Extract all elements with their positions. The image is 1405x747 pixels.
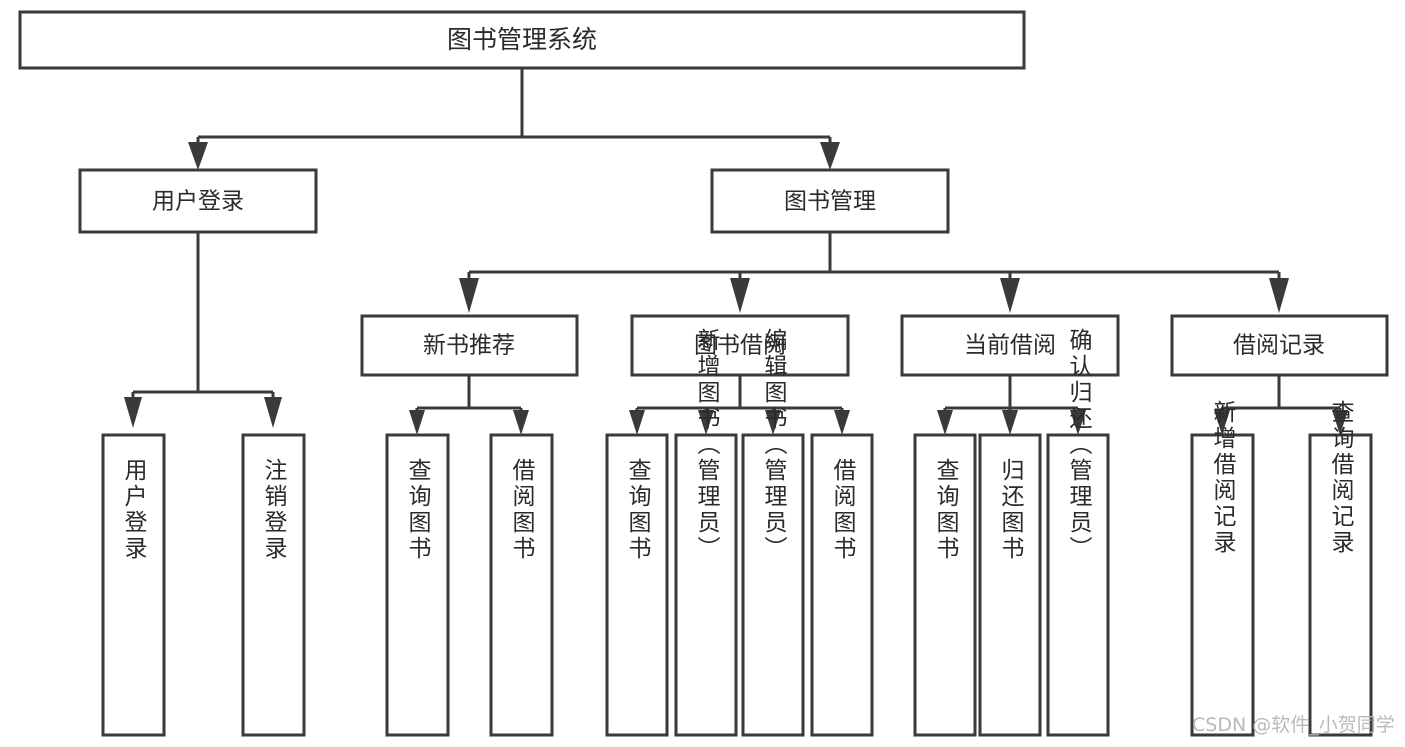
leaf-query-book-2-box[interactable] xyxy=(605,433,669,737)
node-borrow-record-label: 借阅记录 xyxy=(1233,333,1325,359)
leaf-add-book[interactable]: 新增图书（管理员） xyxy=(674,328,738,737)
leaf-borrow-book-1-box[interactable] xyxy=(489,433,554,737)
leaf-query-book-2-label: 查询图书 xyxy=(624,458,652,562)
leaf-return-book-label: 归还图书 xyxy=(997,458,1025,562)
node-new-book-recommend-label: 新书推荐 xyxy=(423,333,515,359)
node-current-borrow[interactable]: 当前借阅 xyxy=(900,314,1120,377)
leaf-query-book-1[interactable]: 查询图书 xyxy=(385,433,450,737)
arrowhead-leaf-return-book xyxy=(1002,410,1018,435)
node-user-login-box[interactable] xyxy=(78,168,318,234)
arrowhead-leaf-user-logout xyxy=(264,397,282,428)
arrowhead-leaf-confirm-return xyxy=(1070,410,1086,435)
leaf-edit-book-box[interactable] xyxy=(741,433,805,737)
node-root-box[interactable] xyxy=(18,10,1026,70)
arrowhead-book-borrow xyxy=(730,278,750,313)
node-user-login[interactable]: 用户登录 xyxy=(78,168,318,234)
node-borrow-record[interactable]: 借阅记录 xyxy=(1170,314,1389,377)
node-current-borrow-box[interactable] xyxy=(900,314,1120,377)
leaf-query-record-box[interactable] xyxy=(1308,433,1373,737)
arrowhead-leaf-query-book-1 xyxy=(409,410,425,435)
leaf-query-book-3-label: 查询图书 xyxy=(932,458,960,562)
arrowhead-leaf-add-record xyxy=(1214,410,1230,435)
leaf-add-book-box[interactable] xyxy=(674,433,738,737)
node-book-manage[interactable]: 图书管理 xyxy=(710,168,950,234)
node-user-login-label: 用户登录 xyxy=(152,189,244,215)
leaf-query-book-1-box[interactable] xyxy=(385,433,450,737)
arrowhead-bookmanage xyxy=(820,142,840,170)
leaf-query-book-1-label: 查询图书 xyxy=(404,458,432,562)
node-book-manage-label: 图书管理 xyxy=(784,189,876,215)
leaf-user-logout[interactable]: 注销登录 xyxy=(241,433,306,737)
leaf-return-book[interactable]: 归还图书 xyxy=(978,433,1042,737)
leaf-confirm-return-label: 确认归还（管理员） xyxy=(1065,328,1093,562)
leaf-add-record[interactable]: 新增借阅记录 xyxy=(1190,400,1255,737)
leaf-user-logout-box[interactable] xyxy=(241,433,306,737)
node-root-label: 图书管理系统 xyxy=(447,25,597,54)
leaf-add-record-label: 新增借阅记录 xyxy=(1209,400,1237,556)
leaf-query-record-label: 查询借阅记录 xyxy=(1327,400,1355,556)
arrowhead-current-borrow xyxy=(1000,278,1020,313)
node-book-borrow-label: 图书借阅 xyxy=(694,333,786,359)
leaf-query-book-2[interactable]: 查询图书 xyxy=(605,433,669,737)
leaf-borrow-book-2[interactable]: 借阅图书 xyxy=(810,433,874,737)
leaf-user-logout-label: 注销登录 xyxy=(260,458,288,562)
leaf-query-book-3[interactable]: 查询图书 xyxy=(913,433,977,737)
arrowhead-leaf-query-record xyxy=(1332,410,1348,435)
arrowhead-leaf-user-login xyxy=(124,397,142,428)
leaf-return-book-box[interactable] xyxy=(978,433,1042,737)
leaf-query-record[interactable]: 查询借阅记录 xyxy=(1308,400,1373,737)
leaf-add-record-box[interactable] xyxy=(1190,433,1255,737)
arrowhead-userlogin xyxy=(188,142,208,170)
leaf-user-login[interactable]: 用户登录 xyxy=(101,433,166,737)
node-book-borrow-box[interactable] xyxy=(630,314,850,377)
leaf-edit-book-label: 编辑图书（管理员） xyxy=(760,328,788,562)
arrowhead-leaf-borrow-book-1 xyxy=(513,410,529,435)
leaf-borrow-book-2-label: 借阅图书 xyxy=(829,458,857,562)
node-new-book-recommend[interactable]: 新书推荐 xyxy=(360,314,579,377)
leaf-user-login-label: 用户登录 xyxy=(120,458,148,562)
leaf-borrow-book-1-label: 借阅图书 xyxy=(508,458,536,562)
leaf-query-book-3-box[interactable] xyxy=(913,433,977,737)
node-book-manage-box[interactable] xyxy=(710,168,950,234)
node-book-borrow[interactable]: 图书借阅 xyxy=(630,314,850,377)
arrowhead-leaf-add-book xyxy=(698,410,714,435)
arrowhead-leaf-query-book-3 xyxy=(937,410,953,435)
node-borrow-record-box[interactable] xyxy=(1170,314,1389,377)
arrowhead-leaf-edit-book xyxy=(765,410,781,435)
arrowhead-new-book-recommend xyxy=(459,278,479,313)
node-root[interactable]: 图书管理系统 xyxy=(18,10,1026,70)
arrowhead-borrow-record xyxy=(1269,278,1289,313)
leaf-user-login-box[interactable] xyxy=(101,433,166,737)
node-new-book-recommend-box[interactable] xyxy=(360,314,579,377)
leaf-borrow-book-2-box[interactable] xyxy=(810,433,874,737)
arrowhead-leaf-query-book-2 xyxy=(629,410,645,435)
node-current-borrow-label: 当前借阅 xyxy=(964,333,1056,359)
leaf-borrow-book-1[interactable]: 借阅图书 xyxy=(489,433,554,737)
arrowhead-leaf-borrow-book-2 xyxy=(834,410,850,435)
leaf-edit-book[interactable]: 编辑图书（管理员） xyxy=(741,328,805,737)
connector-group xyxy=(124,68,1348,435)
leaf-confirm-return[interactable]: 确认归还（管理员） xyxy=(1046,328,1110,737)
leaf-add-book-label: 新增图书（管理员） xyxy=(693,328,721,562)
leaf-confirm-return-box[interactable] xyxy=(1046,433,1110,737)
watermark: CSDN @软件_小贺同学 xyxy=(1192,714,1395,736)
